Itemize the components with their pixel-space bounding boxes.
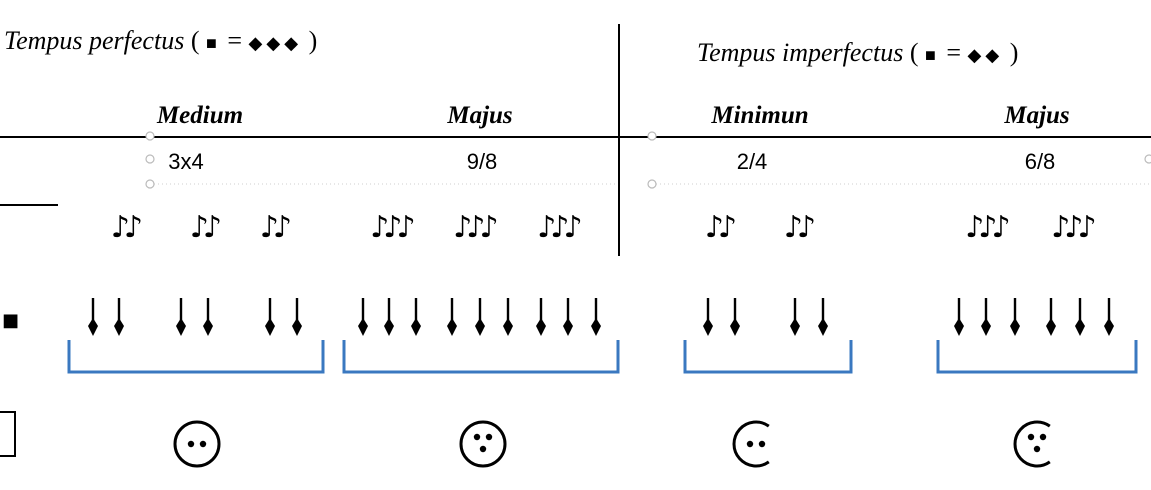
perfect-circle-three-dots-icon: [459, 420, 507, 468]
semiminim-note: [954, 298, 964, 336]
semiminim-note: [503, 298, 513, 336]
table-resize-handles: [145, 131, 1151, 189]
column-brackets: [67, 340, 1138, 374]
resize-handle: [647, 131, 657, 141]
eighth-note-group: ♪♪♪: [1051, 210, 1097, 245]
perfect-circle-two-dots-icon: [173, 420, 221, 468]
semiminim-note: [1075, 298, 1085, 336]
semiminim-note: [536, 298, 546, 336]
tempus-imperfectus-title-row: Tempus imperfectus ( ■ = ◆◆ ): [697, 38, 1018, 68]
semiminim-note: [176, 298, 186, 336]
semiminim-note: [384, 298, 394, 336]
equation-equals: =: [227, 26, 243, 55]
meter-minimun: 2/4: [736, 149, 768, 174]
row-label-rule: [0, 204, 58, 206]
eighth-note-group: ♪♪♪: [965, 210, 1011, 245]
column-heading-medium: Medium: [156, 102, 244, 129]
meter-majus-imperfect: 6/8: [1024, 149, 1056, 174]
breve-square-icon: ■: [205, 33, 221, 53]
semiminim-note: [292, 298, 302, 336]
semiminim-note: [981, 298, 991, 336]
column-bracket: [936, 340, 1138, 374]
column-heading-majus-perfect: Majus: [447, 102, 513, 129]
tempus-imperfectus-title: Tempus imperfectus: [697, 38, 904, 67]
equation-equals: =: [946, 38, 962, 67]
tempus-perfectus-title: Tempus perfectus: [4, 26, 185, 55]
equation-close-paren: ): [1009, 38, 1019, 67]
semiminim-note: [1010, 298, 1020, 336]
tempus-perfectus-title-row: Tempus perfectus ( ■ = ◆◆◆ ): [4, 26, 317, 56]
semiminim-note: [447, 298, 457, 336]
breve-square-icon: ■: [924, 45, 940, 65]
column-heading-minimun: Minimun: [711, 102, 809, 129]
semiminim-note: [203, 298, 213, 336]
resize-handle: [145, 131, 155, 141]
column-bracket: [342, 340, 620, 374]
column-bracket: [683, 340, 853, 374]
equation-close-paren: ): [308, 26, 318, 55]
semiminim-note: [1104, 298, 1114, 336]
semiminim-note: [790, 298, 800, 336]
semiminim-note: [411, 298, 421, 336]
breve-row-marker: ■: [2, 310, 20, 331]
semiminim-note: [114, 298, 124, 336]
longa-row-marker: [0, 411, 16, 457]
column-heading-majus-imperfect: Majus: [1004, 102, 1070, 129]
section-divider: [618, 24, 620, 256]
semiminim-note: [730, 298, 740, 336]
half-circle-three-dots-icon: [1013, 420, 1051, 468]
semiminim-notes: [88, 298, 1114, 336]
semiminim-note: [358, 298, 368, 336]
column-bracket: [67, 340, 325, 374]
semiminim-note: [475, 298, 485, 336]
semiminim-note: [591, 298, 601, 336]
table-header-rule: [0, 136, 1151, 138]
semiminim-note: [818, 298, 828, 336]
resize-handle: [647, 179, 657, 189]
meter-majus-perfect: 9/8: [466, 149, 498, 174]
eighth-note-group: ♪♪♪: [370, 210, 416, 245]
mensuration-signs: [173, 420, 1051, 468]
resize-handle: [145, 179, 155, 189]
half-circle-two-dots-icon: [732, 420, 770, 468]
eighth-note-group: ♪♪♪: [453, 210, 499, 245]
eighth-note-group: ♪♪♪: [537, 210, 583, 245]
meter-medium: 3x4: [168, 149, 204, 174]
semiminim-note: [1046, 298, 1056, 336]
resize-handle: [145, 154, 155, 164]
semiminim-note: [703, 298, 713, 336]
semiminim-note: [563, 298, 573, 336]
resize-handle: [1144, 154, 1151, 164]
equation-open-paren: (: [909, 38, 919, 67]
semiminim-note: [88, 298, 98, 336]
equation-open-paren: (: [190, 26, 200, 55]
semiminim-note: [265, 298, 275, 336]
semibreve-diamonds-icon: ◆◆◆: [248, 33, 303, 53]
semibreve-diamonds-icon: ◆◆: [967, 45, 1004, 65]
